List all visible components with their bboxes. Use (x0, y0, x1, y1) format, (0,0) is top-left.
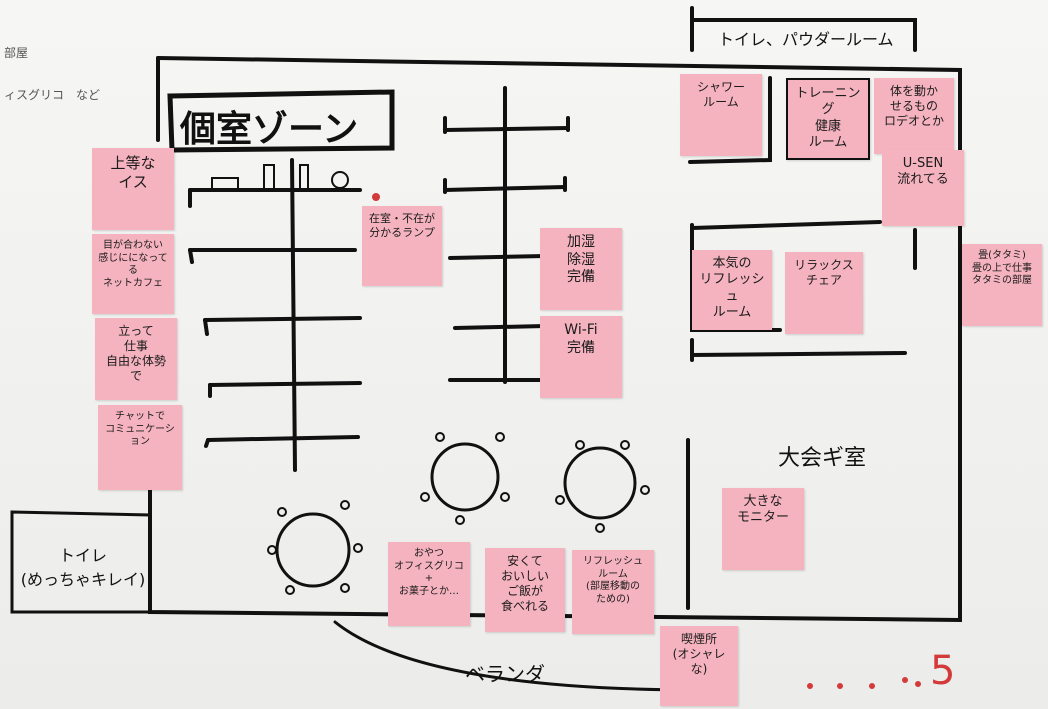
note-net-cafe: 目が合わない 感じにになってる ネットカフェ (92, 234, 174, 314)
note-snack: おやつ オフィスグリコ + お菓子とか… (388, 542, 470, 626)
zone-title: 個室ゾーン (180, 109, 359, 150)
note-refresh-room: 本気の リフレッシュ ルーム (692, 250, 772, 330)
note-standing: 立って 仕事 自由な体勢で (95, 318, 177, 400)
note-refresh-lounge: リフレッシュ ルーム (部屋移動の ための) (572, 550, 654, 634)
note-monitor: 大きな モニター (722, 488, 804, 570)
note-usen: U-SEN 流れてる (882, 150, 964, 226)
note-chair: 上等な イス (92, 148, 174, 230)
bg-text-2: ィスグリコ など (4, 88, 101, 102)
note-body: 体を動か せるもの ロデオとか (874, 78, 954, 154)
toilet-label: トイレ (めっちゃキレイ) (20, 546, 146, 589)
note-wifi: Wi-Fi 完備 (540, 316, 622, 398)
note-meal: 安くて おいしい ご飯が 食べれる (485, 548, 565, 632)
note-tatami: 畳(タタミ) 畳の上で仕事 タタミの部屋 (962, 244, 1042, 326)
big-meeting-label: 大会ギ室 (778, 446, 867, 471)
note-lamp: 在室・不在が 分かるランプ (362, 206, 442, 286)
note-shower: シャワー ルーム (680, 74, 762, 156)
veranda-label: ベランダ (465, 662, 545, 686)
note-humid: 加湿 除湿 完備 (540, 228, 622, 310)
note-training: トレーニング 健康 ルーム (786, 78, 870, 160)
note-smoking: 喫煙所 (オシャレな) (660, 626, 738, 706)
page-number: 5 (930, 648, 956, 694)
note-chat: チャットで コミュニケーション (98, 405, 182, 490)
toilet-powder-label: トイレ、パウダールーム (718, 30, 894, 49)
note-relax-chair: リラックス チェア (785, 252, 863, 334)
bg-text-1: 部屋 (4, 46, 29, 60)
